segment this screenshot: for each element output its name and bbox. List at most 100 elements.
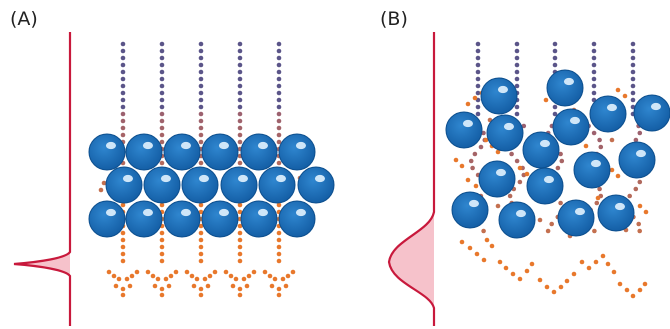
beam-dot — [467, 245, 473, 251]
beam-dot — [155, 276, 161, 282]
beam-dot — [597, 137, 602, 143]
beam-dot — [237, 111, 243, 117]
beam-dot — [237, 97, 243, 103]
atom-sphere — [297, 166, 335, 204]
beam-dot — [630, 48, 636, 54]
atom-sphere — [201, 133, 239, 171]
beam-dot — [571, 271, 577, 277]
beam-dot — [251, 269, 257, 275]
beam-dot — [120, 202, 126, 208]
beam-dot — [120, 286, 126, 292]
beam-dot — [549, 221, 554, 227]
beam-dot — [276, 62, 282, 68]
beam-dot — [597, 186, 602, 192]
beam-dot — [120, 97, 126, 103]
beam-dot — [642, 281, 648, 287]
atom-sphere — [573, 151, 611, 189]
atom-sphere — [526, 167, 564, 205]
beam-dot — [624, 287, 630, 293]
beam-dot — [198, 90, 204, 96]
beam-dot — [120, 230, 126, 236]
beam-dot — [537, 217, 543, 223]
atom-sphere — [445, 111, 483, 149]
beam-dot — [269, 283, 275, 289]
atom-sphere — [125, 133, 163, 171]
beam-dot — [290, 269, 296, 275]
beam-dot — [495, 203, 501, 209]
beam-dot — [453, 157, 459, 163]
beam-dot — [611, 269, 617, 275]
beam-dot — [514, 83, 520, 89]
beam-dot — [276, 237, 282, 243]
beam-dot — [591, 48, 597, 54]
atom-sphere — [546, 69, 584, 107]
beam-dot — [198, 286, 204, 292]
profile-a-fill — [14, 252, 70, 276]
beam-dot — [615, 87, 621, 93]
beam-dot — [592, 228, 597, 234]
beam-dot — [237, 41, 243, 47]
atom-sphere — [486, 114, 524, 152]
beam-dot — [637, 179, 643, 185]
beam-dot — [558, 151, 563, 157]
beam-dot — [475, 69, 481, 75]
beam-dot — [524, 171, 530, 177]
beam-dot — [159, 286, 165, 292]
beam-dot — [194, 276, 200, 282]
beam-dot — [514, 41, 520, 47]
beam-dot — [159, 251, 165, 257]
beam-dot — [120, 258, 126, 264]
beam-dot — [237, 132, 243, 138]
atom-sphere — [618, 141, 656, 179]
beam-dot — [472, 151, 478, 157]
beam-dot — [113, 283, 119, 289]
beam-dot — [276, 83, 282, 89]
beam-dot — [127, 283, 133, 289]
beam-dot — [552, 111, 558, 117]
atom-sphere — [240, 200, 278, 238]
beam-dot — [559, 158, 565, 164]
beam-dot — [276, 292, 282, 298]
profile-a — [13, 32, 72, 326]
beam-dot — [551, 289, 557, 295]
beam-dot — [159, 76, 165, 82]
beam-dot — [237, 48, 243, 54]
beam-dot — [237, 292, 243, 298]
beam-dot — [159, 90, 165, 96]
atom-lattice-a — [88, 133, 335, 238]
beam-dot — [120, 48, 126, 54]
beam-dot — [150, 273, 156, 279]
beam-dot — [630, 41, 636, 47]
atom-sphere — [589, 95, 627, 133]
beam-dot — [124, 276, 130, 282]
beam-dot — [630, 97, 636, 103]
atom-sphere — [105, 166, 143, 204]
beam-dot — [120, 76, 126, 82]
beam-dot — [478, 144, 484, 150]
beam-dot — [552, 104, 558, 110]
beam-dot — [459, 239, 465, 245]
beam-dot — [544, 284, 550, 290]
beam-dot — [205, 283, 211, 289]
beam-dot — [129, 273, 135, 279]
beam-dot — [159, 244, 165, 250]
beam-dot — [605, 261, 611, 267]
beam-dot — [237, 223, 243, 229]
beam-dot — [509, 151, 514, 157]
beam-dot — [276, 286, 282, 292]
beam-dot — [98, 187, 104, 193]
atom-sphere — [633, 94, 670, 132]
beam-dot — [159, 83, 165, 89]
beam-dot — [198, 125, 204, 131]
beam-dot — [475, 83, 481, 89]
beam-dot — [276, 244, 282, 250]
beam-dot — [120, 69, 126, 75]
beam-dot — [475, 104, 481, 110]
beam-dot — [276, 230, 282, 236]
atom-sphere — [480, 77, 518, 115]
beam-dot — [514, 62, 520, 68]
beam-dot — [237, 83, 243, 89]
beam-dot — [514, 55, 520, 61]
atom-sphere — [220, 166, 258, 204]
